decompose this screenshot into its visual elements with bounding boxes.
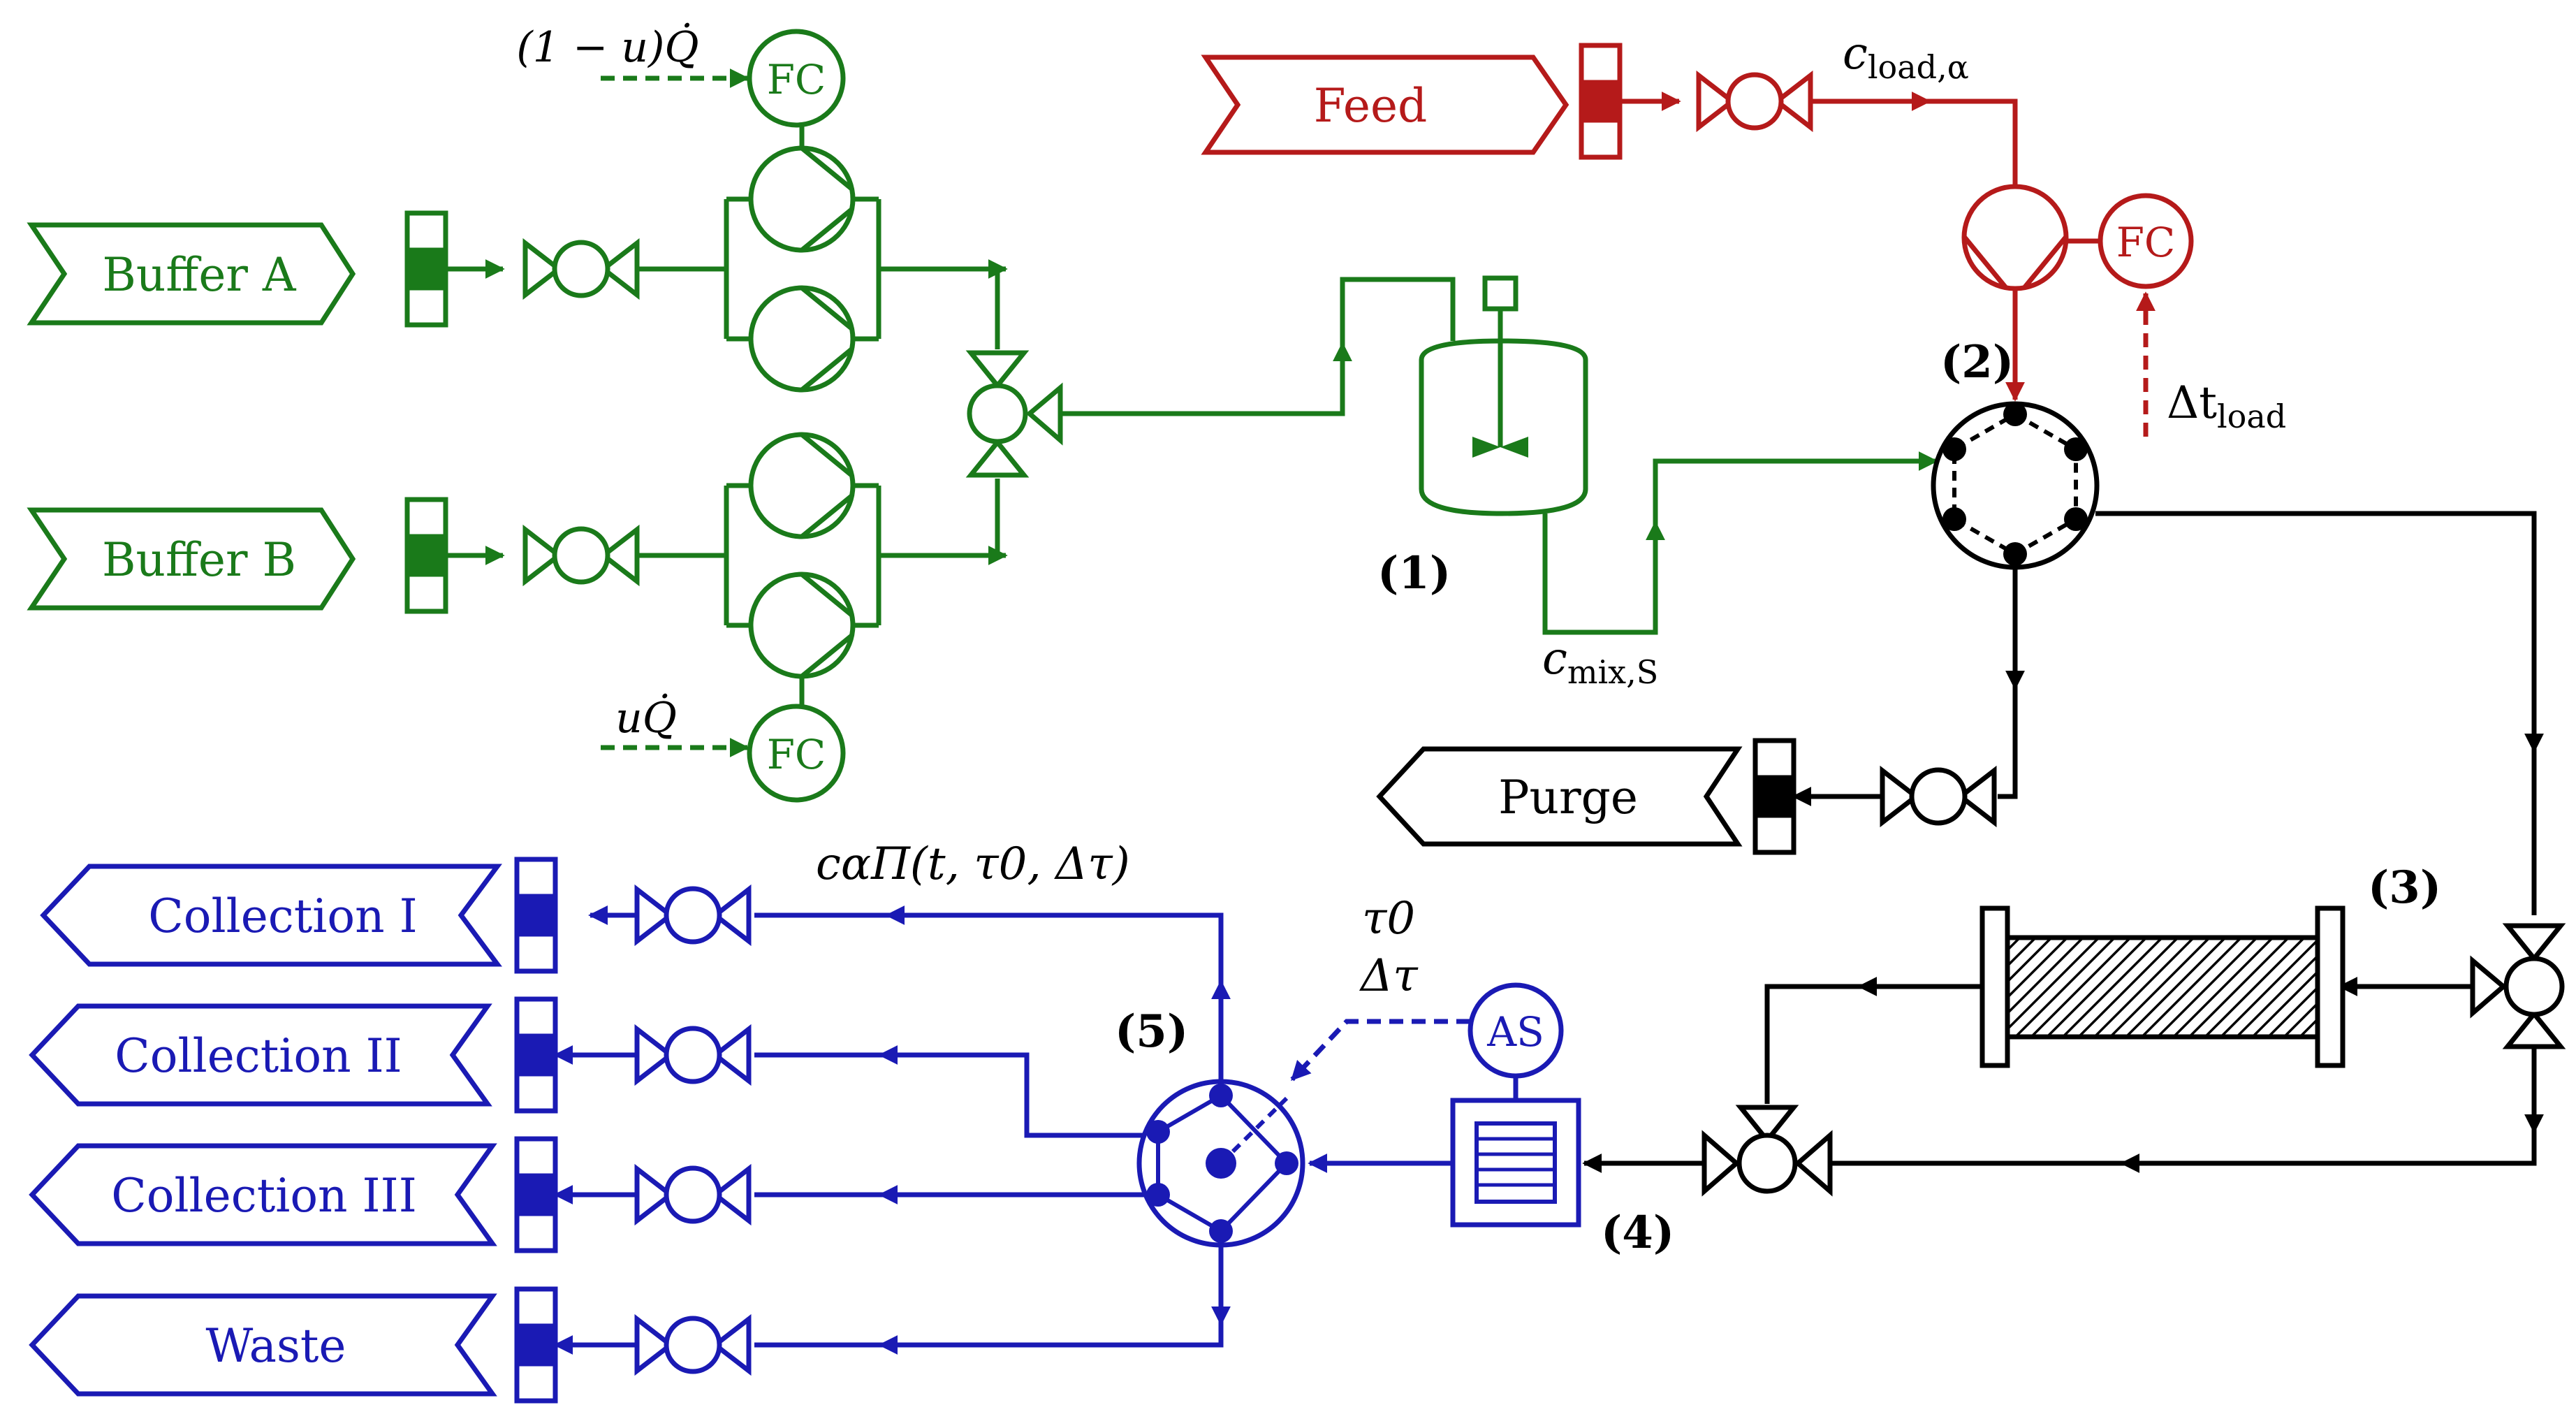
flow-controller-buffer-a: FC [747, 29, 846, 128]
column-inlet-three-way-valve [2470, 923, 2566, 1049]
fractionation-section: AS τ0 Δτ (5) cαΠ(t, τ0, Δτ) [29, 838, 1581, 1404]
collection-2-valve [634, 1024, 752, 1086]
collection-1-tank-indicator [514, 857, 558, 974]
feed-valve [1696, 70, 1813, 133]
collection-3-valve [634, 1163, 752, 1226]
buffer-b-tank-indicator [404, 497, 448, 614]
buffer-b-valve [522, 524, 640, 587]
fc-feed-label: FC [2116, 219, 2176, 266]
collection-2-sink: Collection II [29, 1003, 492, 1107]
collection-1-label: Collection I [148, 889, 417, 943]
waste-valve [634, 1313, 752, 1376]
fc-b-label: FC [767, 731, 826, 778]
c-alpha-pi-label: cαΠ(t, τ0, Δτ) [816, 838, 1130, 890]
delta-t-load-label: Δtload [2167, 377, 2286, 435]
unit-4-label: (4) [1601, 1207, 1674, 1259]
flow-controller-feed: FC [2098, 193, 2194, 289]
analyzer-controller: AS [1468, 982, 1564, 1079]
purge-sink: Purge [1376, 746, 1743, 847]
buffer-a-valve [522, 238, 640, 300]
unit-1-label: (1) [1377, 547, 1451, 599]
buffer-a-pump-2 [748, 285, 856, 393]
collection-2-label: Collection II [115, 1029, 402, 1083]
tau0-label: τ0 [1362, 893, 1415, 945]
waste-sink: Waste [29, 1293, 497, 1397]
buffer-section: Buffer A [27, 22, 1938, 803]
feed-tank-indicator [1579, 43, 1623, 160]
signal-one-minus-u-q: (1 − u)Q̇ [516, 22, 698, 72]
buffer-b-label: Buffer B [102, 533, 296, 587]
feed-label: Feed [1314, 79, 1428, 133]
collection-3-label: Collection III [111, 1169, 417, 1223]
as-label: AS [1486, 1008, 1544, 1056]
collection-3-tank-indicator [514, 1136, 558, 1253]
buffer-b-pump-2 [748, 572, 856, 679]
flow-controller-buffer-b: FC [747, 704, 846, 803]
purge-label: Purge [1498, 771, 1638, 824]
feed-pump [1961, 184, 2069, 291]
chromatography-column-3 [1979, 905, 2346, 1068]
uv-detector-4 [1450, 1098, 1581, 1228]
buffer-b-source: Buffer B [27, 507, 356, 611]
c-load-label: cload,α [1843, 28, 1969, 86]
c-mix-label: cmix,S [1542, 633, 1658, 691]
buffer-b-pump-1 [748, 432, 856, 539]
feed-section: Feed cload,α FC Δtload [1201, 28, 2286, 437]
feed-source: Feed [1201, 54, 1569, 155]
fc-a-label: FC [767, 56, 826, 103]
column-outlet-three-way-valve [1702, 1105, 1833, 1197]
buffer-a-source: Buffer A [27, 222, 356, 326]
unit-3-label: (3) [2368, 861, 2441, 914]
collection-1-sink: Collection I [40, 864, 502, 967]
six-port-valve-2 [1931, 401, 2100, 570]
unit-5-label: (5) [1115, 1005, 1188, 1058]
waste-label: Waste [206, 1319, 346, 1373]
collection-2-tank-indicator [514, 996, 558, 1114]
waste-tank-indicator [514, 1286, 558, 1404]
mixing-three-way-valve [965, 350, 1063, 478]
buffer-a-label: Buffer A [102, 248, 296, 302]
collection-3-sink: Collection III [29, 1143, 497, 1246]
buffer-a-pump-1 [748, 145, 856, 253]
delta-tau-label: Δτ [1359, 950, 1419, 1002]
signal-u-q: uQ̇ [615, 693, 677, 743]
buffer-a-tank-indicator [404, 210, 448, 328]
purge-tank-indicator [1752, 738, 1796, 855]
mixing-tank-1 [1419, 275, 1588, 516]
unit-2-label: (2) [1940, 336, 2014, 388]
loading-and-column-section: (2) (1) Purge (3) [1376, 336, 2566, 1259]
collection-1-valve [634, 884, 752, 947]
fraction-valve-5 [1136, 1079, 1305, 1248]
purge-valve [1880, 765, 1997, 828]
